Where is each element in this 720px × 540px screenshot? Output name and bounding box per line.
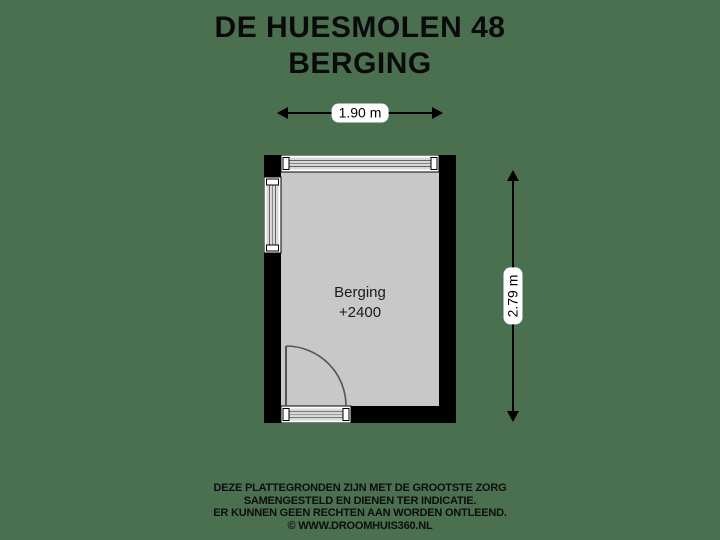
arrow-up-icon: [507, 170, 519, 181]
arrow-down-icon: [507, 411, 519, 422]
window-left-icon: [264, 176, 282, 254]
arrow-left-icon: [277, 107, 288, 119]
footer-line-3: ER KUNNEN GEEN RECHTEN AAN WORDEN ONTLEE…: [213, 507, 507, 519]
footer-disclaimer: DEZE PLATTEGRONDEN ZIJN MET DE GROOTSTE …: [0, 482, 720, 532]
width-dimension-label: 1.90 m: [331, 103, 389, 123]
window-top-icon: [280, 155, 440, 173]
door-bottom-icon: [280, 345, 352, 423]
title-room: BERGING: [288, 47, 432, 80]
floorplan-drawing: [264, 155, 456, 423]
room-name: Berging: [334, 284, 386, 301]
footer-line-2: SAMENGESTELD EN DIENEN TER INDICATIE.: [243, 494, 477, 507]
page-title: DE HUESMOLEN 48 BERGING: [0, 10, 720, 82]
arrow-right-icon: [432, 107, 443, 119]
width-dimension: 1.90 m: [277, 103, 443, 123]
room-level: +2400: [338, 304, 382, 321]
height-dimension-label: 2.79 m: [503, 267, 523, 325]
room-floor: [281, 172, 439, 406]
footer-copyright: © WWW.DROOMHUIS360.NL: [287, 519, 433, 532]
title-address: DE HUESMOLEN 48: [214, 11, 506, 44]
footer-line-1: DEZE PLATTEGRONDEN ZIJN MET DE GROOTSTE …: [213, 482, 507, 494]
room-label: Berging +2400: [281, 283, 439, 323]
height-dimension: 2.79 m: [503, 170, 523, 422]
